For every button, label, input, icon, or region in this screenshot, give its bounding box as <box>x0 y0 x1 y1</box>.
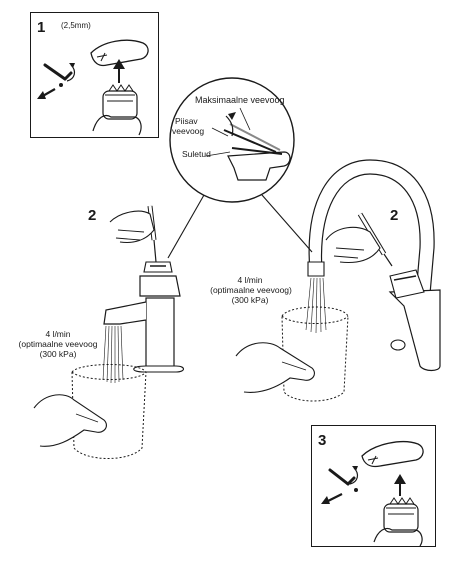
right-flow-rate: 4 l/min <box>237 275 263 285</box>
max-flow-label: Maksimaalne veevoog <box>195 95 285 105</box>
left-flow-optimal: (optimaalne veevoog <box>18 339 98 349</box>
right-flow-optimal: (optimaalne veevoog) <box>210 285 292 295</box>
step-3-number: 3 <box>318 432 327 449</box>
low-flow-label-line-2: veevoog <box>172 126 205 136</box>
step-1-illustration <box>37 39 149 136</box>
closed-label: Suletud <box>182 149 211 159</box>
low-flow-label-line-1: Piisav <box>175 116 198 126</box>
step-3-illustration <box>321 441 424 547</box>
left-step-2-number: 2 <box>88 207 97 224</box>
hex-key-size-label: (2,5mm) <box>61 21 91 30</box>
left-flow-pressure: (300 kPa) <box>39 349 77 359</box>
step-3-panel: 3 <box>311 425 436 547</box>
right-flow-pressure: (300 kPa) <box>231 295 269 305</box>
step-1-number: 1 <box>37 19 46 36</box>
left-flow-rate: 4 l/min <box>45 329 71 339</box>
right-step-2-number: 2 <box>390 207 399 224</box>
step-1-panel: 1 (2,5mm) <box>30 12 159 138</box>
